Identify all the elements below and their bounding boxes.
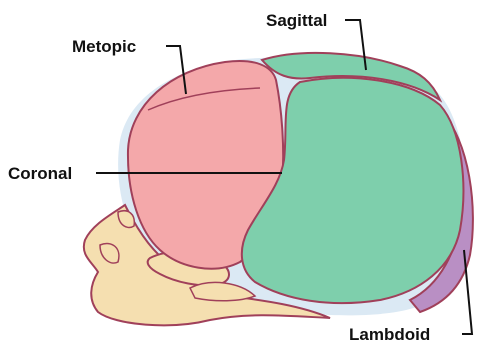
coronal-label: Coronal <box>8 165 72 182</box>
metopic-label: Metopic <box>72 38 136 55</box>
lambdoid-label: Lambdoid <box>349 326 430 343</box>
sagittal-label: Sagittal <box>266 12 327 29</box>
